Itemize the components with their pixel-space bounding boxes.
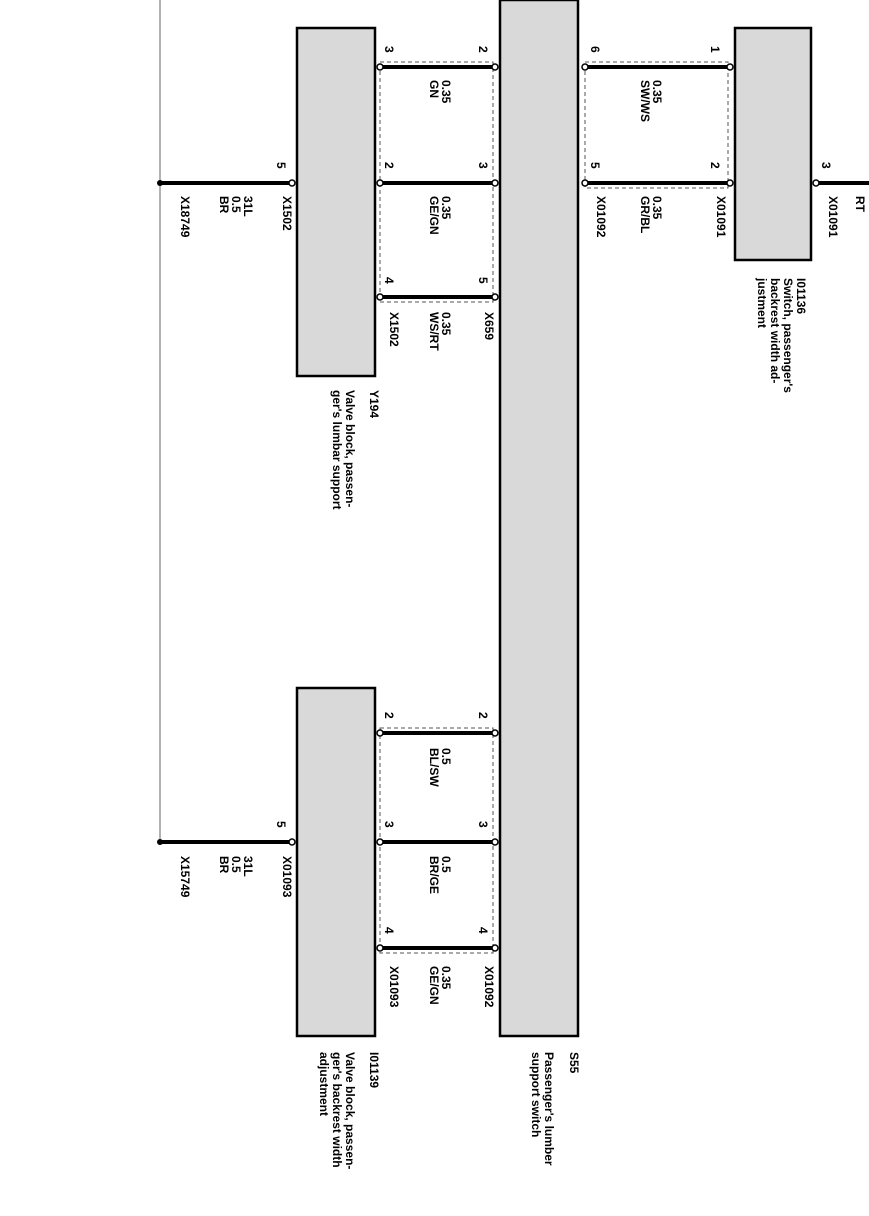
wire-spec: 0.35 bbox=[439, 80, 453, 104]
pin-terminal bbox=[376, 838, 384, 846]
pin-number: 2 bbox=[476, 712, 490, 719]
component-name-line: adjustment bbox=[317, 1052, 331, 1116]
pin-terminal bbox=[491, 293, 499, 301]
wire-spec: 0.5 bbox=[229, 196, 243, 213]
s55-switch-box bbox=[498, 0, 580, 1038]
i01136-switch-box bbox=[733, 26, 813, 262]
pin-number: 1 bbox=[708, 46, 722, 53]
connector-id: X659 bbox=[482, 312, 496, 340]
pin-terminal bbox=[376, 179, 384, 187]
pin-terminal bbox=[376, 63, 384, 71]
wire-color: BR bbox=[217, 196, 231, 214]
pin-terminal bbox=[376, 293, 384, 301]
ground-label: 31L bbox=[241, 856, 255, 877]
component-name-line: ger's lumbar support bbox=[330, 390, 344, 510]
pin-number: 2 bbox=[382, 162, 396, 169]
pin-number: 6 bbox=[588, 46, 602, 53]
pin-terminal bbox=[491, 63, 499, 71]
pin-terminal bbox=[726, 63, 734, 71]
pin-terminal bbox=[491, 729, 499, 737]
wire-color: GR/BL bbox=[638, 196, 652, 233]
connector-id: X1502 bbox=[387, 312, 401, 347]
wire-spec: 0.5 bbox=[439, 856, 453, 873]
wire-color: BR/GE bbox=[427, 856, 441, 894]
pin-terminal bbox=[491, 838, 499, 846]
component-name-line: Valve block, passen- bbox=[343, 390, 357, 507]
component-id: Y194 bbox=[367, 390, 381, 418]
pin-number: 5 bbox=[274, 162, 288, 169]
pin-number: 2 bbox=[708, 162, 722, 169]
splice-id: X15749 bbox=[178, 856, 192, 898]
i01139-valve-block-box bbox=[295, 686, 377, 1038]
wire-spec: 0.5 bbox=[439, 748, 453, 765]
wire-spec: 0.35 bbox=[439, 196, 453, 220]
component-name-line: ger's backrest width bbox=[330, 1052, 344, 1168]
wire-spec: 0.35 bbox=[439, 966, 453, 990]
pin-number: 2 bbox=[382, 712, 396, 719]
pin-number: 3 bbox=[819, 162, 833, 169]
component-name-line: Passenger's lumber bbox=[542, 1052, 556, 1166]
wire-spec: 0.35 bbox=[439, 312, 453, 336]
wire-color: GE/GN bbox=[427, 196, 441, 235]
pin-terminal bbox=[376, 729, 384, 737]
component-name-line: Switch, passenger's bbox=[781, 278, 795, 393]
pin-number: 4 bbox=[382, 927, 396, 934]
pin-terminal bbox=[726, 179, 734, 187]
splice-dot-2 bbox=[157, 839, 163, 845]
connector-id: X01091 bbox=[826, 196, 840, 238]
component-name-line: justment bbox=[755, 277, 769, 328]
wire-spec: 0.35 bbox=[650, 196, 664, 220]
pin-number: 5 bbox=[588, 162, 602, 169]
wire-color: WS/RT bbox=[427, 312, 441, 351]
connector-id: X01091 bbox=[714, 196, 728, 238]
pin-number: 2 bbox=[476, 46, 490, 53]
splice-dot-1 bbox=[157, 180, 163, 186]
pin-terminal bbox=[288, 838, 296, 846]
connector-id: X1502 bbox=[280, 196, 294, 231]
connector-id: X01092 bbox=[482, 966, 496, 1008]
pin-number: 3 bbox=[476, 162, 490, 169]
pin-terminal bbox=[581, 179, 589, 187]
component-name-line: support switch bbox=[529, 1052, 543, 1137]
pin-terminal bbox=[491, 944, 499, 952]
pin-number: 3 bbox=[476, 821, 490, 828]
pin-terminals bbox=[288, 63, 820, 952]
pin-number: 4 bbox=[382, 277, 396, 284]
connector-x01091-outline bbox=[584, 61, 729, 189]
wire-color: GN bbox=[427, 80, 441, 98]
component-id: I01139 bbox=[367, 1052, 381, 1088]
wire-color: BR bbox=[217, 856, 231, 874]
pin-terminal bbox=[288, 179, 296, 187]
component-name-line: backrest width ad- bbox=[768, 278, 782, 383]
connector-id: X01093 bbox=[280, 856, 294, 898]
component-id: I01136 bbox=[794, 278, 808, 314]
component-name-line: Valve block, passen- bbox=[343, 1052, 357, 1169]
pin-number: 5 bbox=[476, 277, 490, 284]
connector-id: X01093 bbox=[387, 966, 401, 1008]
pin-terminal bbox=[812, 179, 820, 187]
pin-terminal bbox=[491, 179, 499, 187]
pin-number: 4 bbox=[476, 927, 490, 934]
wire-color: RT bbox=[853, 196, 867, 213]
wire-color: BL/SW bbox=[427, 748, 441, 787]
pin-terminal bbox=[376, 944, 384, 952]
pin-number: 3 bbox=[382, 821, 396, 828]
wire-spec: 0.35 bbox=[650, 80, 664, 104]
ground-label: 31L bbox=[241, 196, 255, 217]
wire-color: GE/GN bbox=[427, 966, 441, 1005]
pin-terminal bbox=[581, 63, 589, 71]
connector-id: X01092 bbox=[594, 196, 608, 238]
splice-id: X18749 bbox=[178, 196, 192, 238]
y194-valve-block-box bbox=[295, 26, 377, 378]
wire-spec: 0.5 bbox=[229, 856, 243, 873]
component-id: S55 bbox=[567, 1052, 581, 1074]
pin-number: 3 bbox=[382, 46, 396, 53]
pin-number: 5 bbox=[274, 821, 288, 828]
wire-color: SW/WS bbox=[638, 80, 652, 122]
